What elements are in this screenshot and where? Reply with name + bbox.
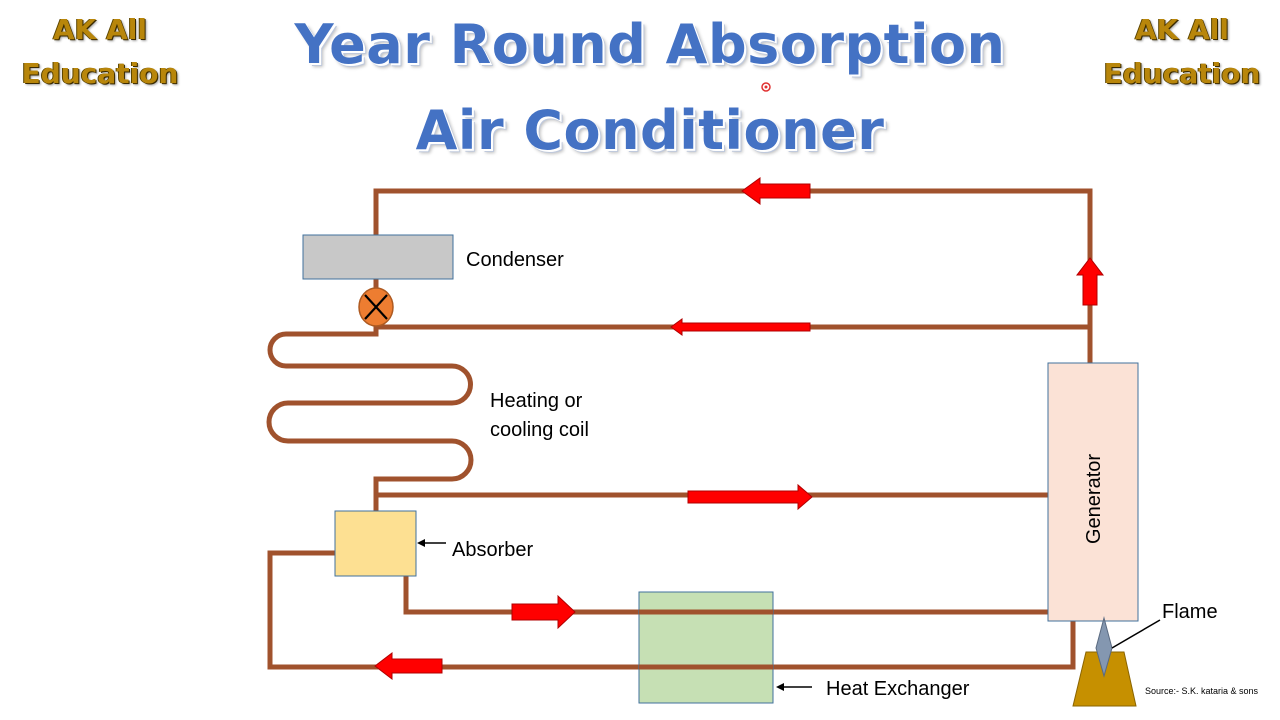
label-pointers: [417, 539, 1161, 691]
brand-logo-right: AK All Education: [1100, 8, 1264, 96]
flame-icon: [1095, 616, 1113, 678]
flame-label: Flame: [1162, 601, 1218, 623]
pipe-absorber-solution-out: [403, 575, 1050, 615]
condenser-box: [302, 234, 454, 280]
source-credit: Source:- S.K. kataria & sons: [1145, 686, 1259, 696]
generator-box: [1047, 362, 1139, 622]
heating-cooling-coil: [266, 323, 474, 512]
coil-label-line1: Heating or: [490, 390, 583, 412]
absorber-box: [334, 510, 417, 577]
brand-right-line2: Education: [1103, 57, 1261, 90]
brand-logo-left: AK All Education: [18, 8, 182, 96]
pipe-solution-return: [267, 550, 1076, 670]
brand-left-line2: Education: [21, 57, 179, 90]
title-line1: Year Round Absorption: [294, 13, 1006, 76]
pointer-cursor-icon: [761, 82, 771, 92]
flow-arrow-icon: [374, 651, 443, 681]
coil-label-line2: cooling coil: [490, 419, 589, 441]
flow-arrow-icon: [1075, 257, 1105, 306]
flow-arrow-icon: [511, 594, 576, 630]
condenser-label: Condenser: [466, 249, 564, 271]
flow-arrow-icon: [741, 177, 811, 205]
brand-left-line1: AK All: [53, 13, 147, 46]
pipe-through-heat-exchanger: [639, 609, 773, 670]
brand-right-line1: AK All: [1135, 13, 1229, 46]
heat-exchanger-box: [638, 591, 774, 704]
heat-exchanger-label: Heat Exchanger: [826, 678, 970, 700]
expansion-valve-icon: [358, 287, 394, 327]
page-title: Year Round Absorption Air Conditioner: [200, 2, 1100, 174]
generator-label: Generator: [1083, 454, 1105, 544]
flow-arrows: [374, 177, 1105, 681]
flow-arrow-icon: [670, 318, 811, 336]
absorber-label: Absorber: [452, 539, 533, 561]
title-line2: Air Conditioner: [415, 99, 885, 162]
flow-arrow-icon: [687, 483, 813, 511]
pipe-generator-to-condenser: [373, 188, 1093, 363]
